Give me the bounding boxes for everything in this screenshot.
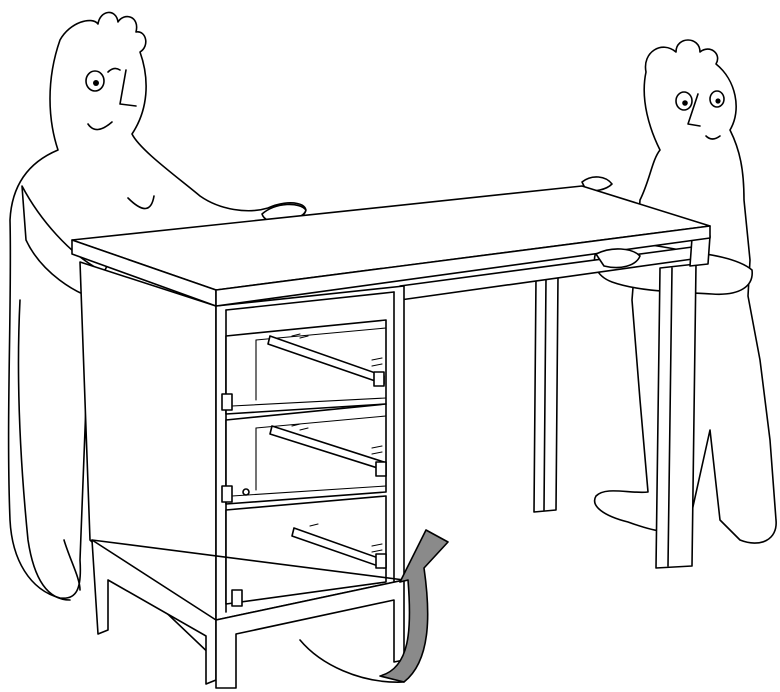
assembly-illustration <box>0 0 780 692</box>
